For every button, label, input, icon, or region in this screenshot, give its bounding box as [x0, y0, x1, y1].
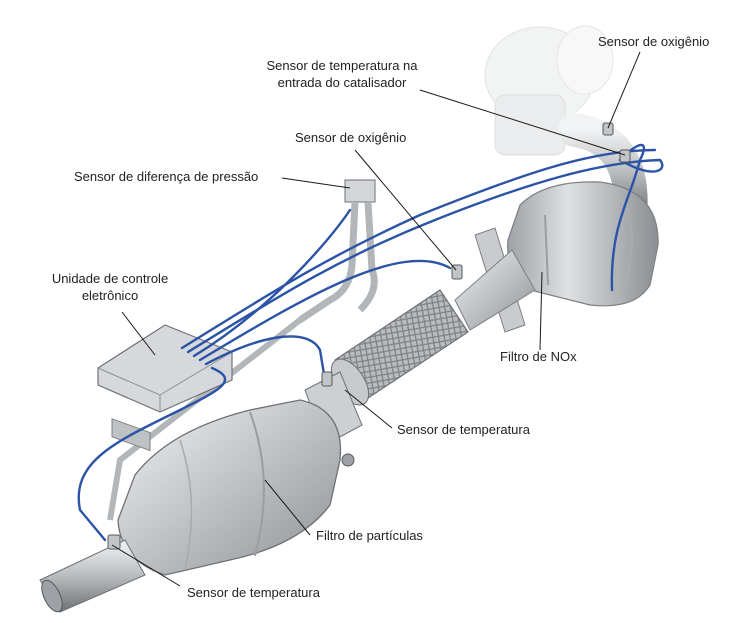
label-ecu-line2: eletrônico: [81, 288, 139, 303]
label-particle-filter: Filtro de partículas: [316, 528, 423, 543]
label-ecu-line1: Unidade de controle: [51, 271, 169, 286]
nox-outlet-cone: [454, 249, 536, 331]
label-nox-filter: Filtro de NOx: [500, 349, 577, 364]
label-temp-sensor-cat-inlet-line1: Sensor de temperatura na: [266, 58, 418, 73]
pressure-difference-sensor: [107, 179, 378, 521]
label-temp-sensor-bottom: Sensor de temperatura: [187, 585, 320, 600]
label-temp-sensor-cat-inlet-line2: entrada do catalisador: [277, 75, 407, 90]
particle-filter-body: [117, 399, 342, 576]
leader-lines: [111, 51, 641, 587]
label-ecu: Unidade de controle eletrônico: [40, 270, 180, 304]
label-temp-sensor-mid: Sensor de temperatura: [397, 422, 530, 437]
label-temp-sensor-cat-inlet: Sensor de temperatura na entrada do cata…: [257, 57, 427, 91]
label-pressure-difference-sensor: Sensor de diferença de pressão: [74, 169, 259, 184]
label-oxygen-sensor-top: Sensor de oxigênio: [598, 34, 710, 49]
label-oxygen-sensor-mid: Sensor de oxigênio: [295, 130, 407, 145]
wiring-harness: [77, 143, 664, 542]
